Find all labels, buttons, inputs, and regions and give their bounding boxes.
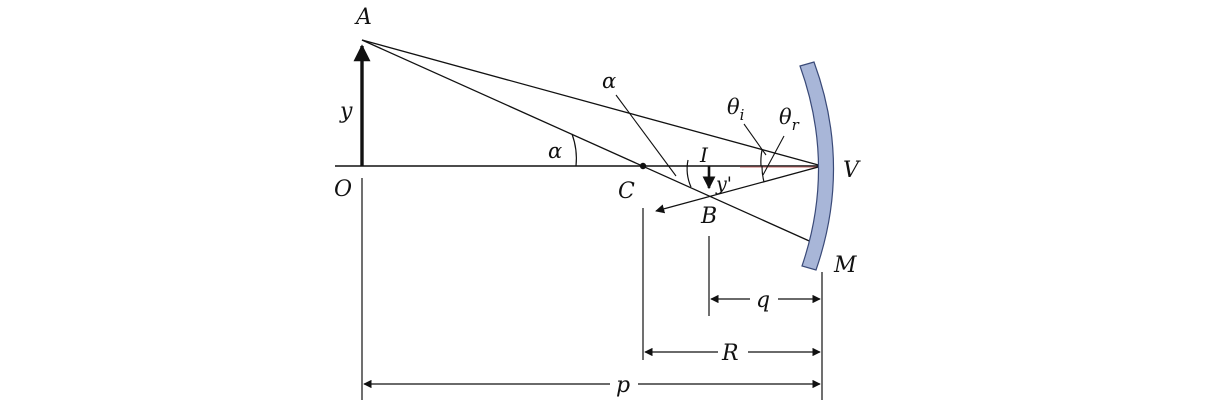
leader-theta-i — [743, 123, 767, 156]
theta-r-symbol: θ — [779, 105, 792, 129]
label-i: I — [699, 143, 709, 167]
label-a: A — [354, 5, 372, 30]
theta-i-subscript: i — [740, 106, 745, 124]
label-theta-r: θr — [779, 105, 800, 134]
label-y-prime: y' — [715, 173, 732, 195]
leader-alpha — [615, 94, 677, 177]
label-r: R — [721, 341, 739, 366]
label-m: M — [833, 253, 857, 278]
label-q: q — [756, 288, 770, 313]
leader-theta-r — [762, 135, 785, 176]
theta-i-symbol: θ — [727, 95, 740, 119]
angle-arc-theta-r — [761, 165, 765, 183]
label-alpha-upper: α — [602, 69, 616, 93]
angle-arc-theta-i — [760, 149, 763, 167]
concave-mirror — [799, 61, 835, 271]
label-v: V — [843, 158, 861, 183]
angle-arc-alpha-right — [686, 159, 692, 188]
ray-a-to-mirror-m — [361, 39, 817, 245]
label-b: B — [700, 204, 717, 229]
label-o: O — [334, 177, 352, 202]
label-p: p — [616, 373, 630, 398]
reflected-ray — [655, 165, 823, 214]
angle-arc-alpha-left — [571, 133, 577, 167]
label-y: y — [339, 99, 353, 124]
theta-r-subscript: r — [792, 116, 800, 134]
center-of-curvature-dot — [639, 162, 647, 170]
ray-a-to-vertex — [361, 39, 823, 167]
label-theta-i: θi — [727, 95, 745, 124]
label-c: C — [618, 179, 635, 204]
label-alpha-lower: α — [548, 139, 562, 163]
